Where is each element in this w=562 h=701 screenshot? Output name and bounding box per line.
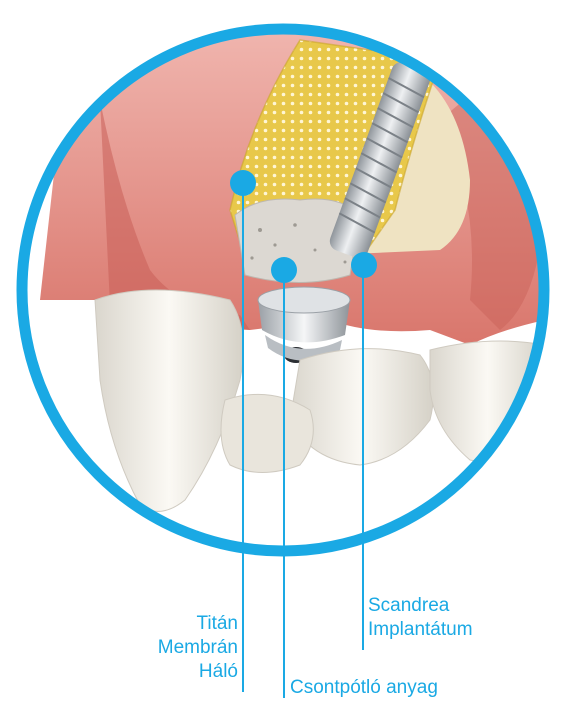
marker-dot-titan xyxy=(230,170,256,196)
marker-dot-scandrea xyxy=(351,252,377,278)
marker-dot-csont xyxy=(271,257,297,283)
label-titan-line-1: Titán xyxy=(158,612,238,636)
label-titan-membran-halo: Titán Membrán Háló xyxy=(158,612,238,684)
label-titan-line-2: Membrán xyxy=(158,636,238,660)
label-csontpotlo-anyag: Csontpótló anyag xyxy=(290,676,438,700)
label-scandrea-line-1: Scandrea xyxy=(368,594,473,618)
label-titan-line-3: Háló xyxy=(158,660,238,684)
label-csont-line-1: Csontpótló anyag xyxy=(290,676,438,700)
label-scandrea-line-2: Implantátum xyxy=(368,618,473,642)
label-scandrea-implantatum: Scandrea Implantátum xyxy=(368,594,473,642)
